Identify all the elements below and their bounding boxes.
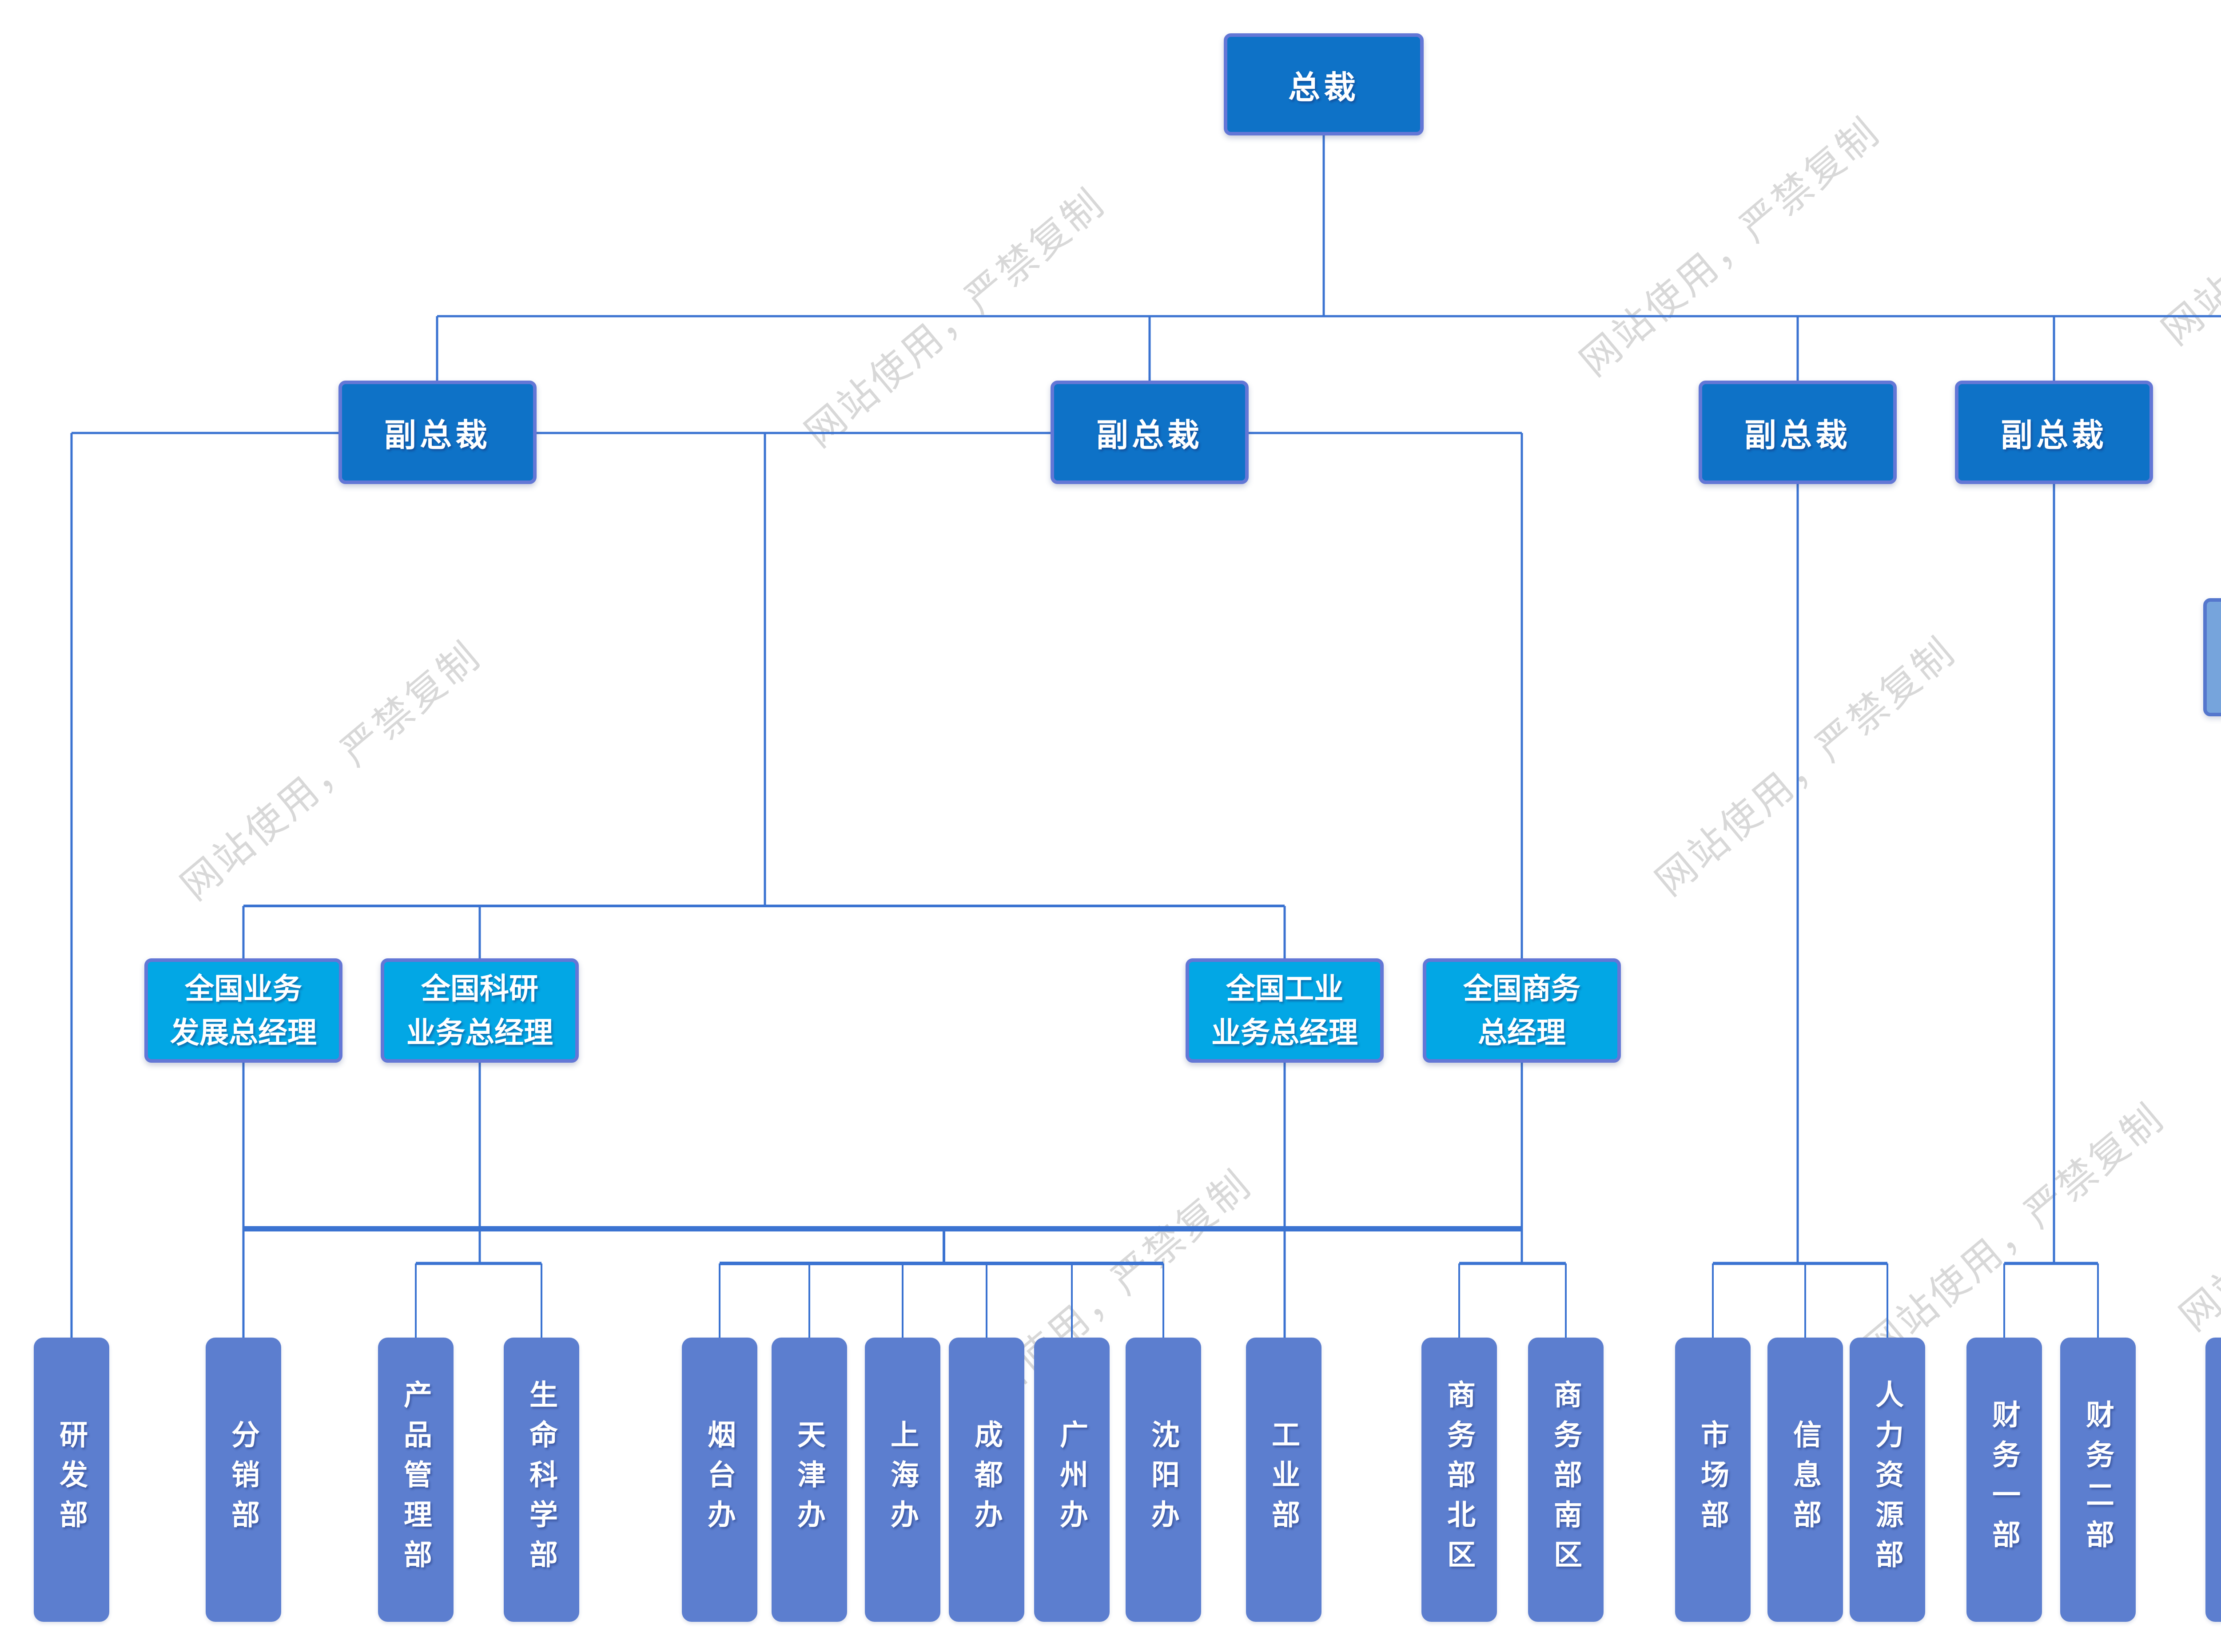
org-node-label: 副总裁 bbox=[2000, 418, 2107, 453]
org-node-label: 上海办 bbox=[887, 1420, 919, 1540]
org-node-gm-national-business-development: 全国业务 发展总经理 bbox=[144, 958, 342, 1063]
org-node-label: 研发部 bbox=[56, 1420, 88, 1540]
org-node-vice-president-1: 副总裁 bbox=[338, 381, 537, 484]
org-node-dept-hr: 人力资源部 bbox=[1850, 1338, 1925, 1622]
org-node-dept-general-office: 办公室 bbox=[2205, 1338, 2221, 1622]
org-node-label: 副总裁 bbox=[384, 418, 491, 453]
org-node-office-shanghai: 上海办 bbox=[865, 1338, 940, 1622]
org-node-label: 广州办 bbox=[1056, 1420, 1088, 1540]
org-node-label: 烟台办 bbox=[704, 1420, 736, 1540]
org-node-dept-finance-2: 财务二部 bbox=[2060, 1338, 2136, 1622]
org-node-dept-life-science: 生命科学部 bbox=[504, 1338, 579, 1622]
org-node-label: 全国业务 发展总经理 bbox=[170, 972, 317, 1049]
org-node-label: 产品管理部 bbox=[400, 1380, 432, 1580]
org-node-label: 沈阳办 bbox=[1147, 1420, 1179, 1540]
org-node-vice-president-4: 副总裁 bbox=[1955, 381, 2153, 484]
org-node-dept-rd: 研发部 bbox=[34, 1338, 109, 1622]
org-node-dept-marketing: 市场部 bbox=[1675, 1338, 1751, 1622]
org-node-label: 人力资源部 bbox=[1871, 1380, 1903, 1580]
org-node-dept-product-management: 产品管理部 bbox=[378, 1338, 454, 1622]
org-node-office-chengdu: 成都办 bbox=[949, 1338, 1024, 1622]
org-node-dept-information: 信息部 bbox=[1767, 1338, 1843, 1622]
org-node-label: 副总裁 bbox=[1744, 418, 1851, 453]
org-node-label: 生命科学部 bbox=[525, 1380, 557, 1580]
org-node-gm-national-commerce: 全国商务 总经理 bbox=[1423, 958, 1621, 1063]
org-node-office-tianjin: 天津办 bbox=[772, 1338, 847, 1622]
org-node-label: 分销部 bbox=[227, 1420, 259, 1540]
org-node-president-assistant: 总裁助理 bbox=[2203, 598, 2221, 716]
org-node-label: 工业部 bbox=[1268, 1420, 1300, 1540]
org-node-label: 全国商务 总经理 bbox=[1463, 972, 1580, 1049]
org-node-dept-distribution: 分销部 bbox=[206, 1338, 281, 1622]
org-node-label: 全国科研 业务总经理 bbox=[406, 972, 553, 1049]
org-node-label: 总裁 bbox=[1288, 70, 1359, 106]
org-node-vice-president-2: 副总裁 bbox=[1051, 381, 1249, 484]
org-node-office-shenyang: 沈阳办 bbox=[1126, 1338, 1201, 1622]
org-node-president: 总裁 bbox=[1224, 33, 1424, 135]
org-node-label: 天津办 bbox=[793, 1420, 825, 1540]
org-node-label: 财务一部 bbox=[1988, 1400, 2020, 1560]
org-node-gm-national-industry: 全国工业 业务总经理 bbox=[1186, 958, 1384, 1063]
org-node-label: 商务部南区 bbox=[1550, 1380, 1582, 1580]
org-node-label: 市场部 bbox=[1697, 1420, 1729, 1540]
org-node-label: 全国工业 业务总经理 bbox=[1211, 972, 1358, 1049]
org-node-label: 财务二部 bbox=[2082, 1400, 2114, 1560]
org-node-label: 商务部北区 bbox=[1443, 1380, 1475, 1580]
org-node-gm-national-research: 全国科研 业务总经理 bbox=[381, 958, 579, 1063]
org-node-dept-finance-1: 财务一部 bbox=[1966, 1338, 2042, 1622]
org-node-office-guangzhou: 广州办 bbox=[1034, 1338, 1110, 1622]
org-node-dept-commerce-north: 商务部北区 bbox=[1421, 1338, 1497, 1622]
org-node-office-yantai: 烟台办 bbox=[682, 1338, 757, 1622]
org-node-label: 信息部 bbox=[1789, 1420, 1821, 1540]
org-node-label: 成都办 bbox=[971, 1420, 1003, 1540]
org-node-vice-president-3: 副总裁 bbox=[1699, 381, 1897, 484]
org-node-label: 副总裁 bbox=[1096, 418, 1203, 453]
org-node-dept-commerce-south: 商务部南区 bbox=[1528, 1338, 1604, 1622]
org-node-dept-industry: 工业部 bbox=[1246, 1338, 1321, 1622]
